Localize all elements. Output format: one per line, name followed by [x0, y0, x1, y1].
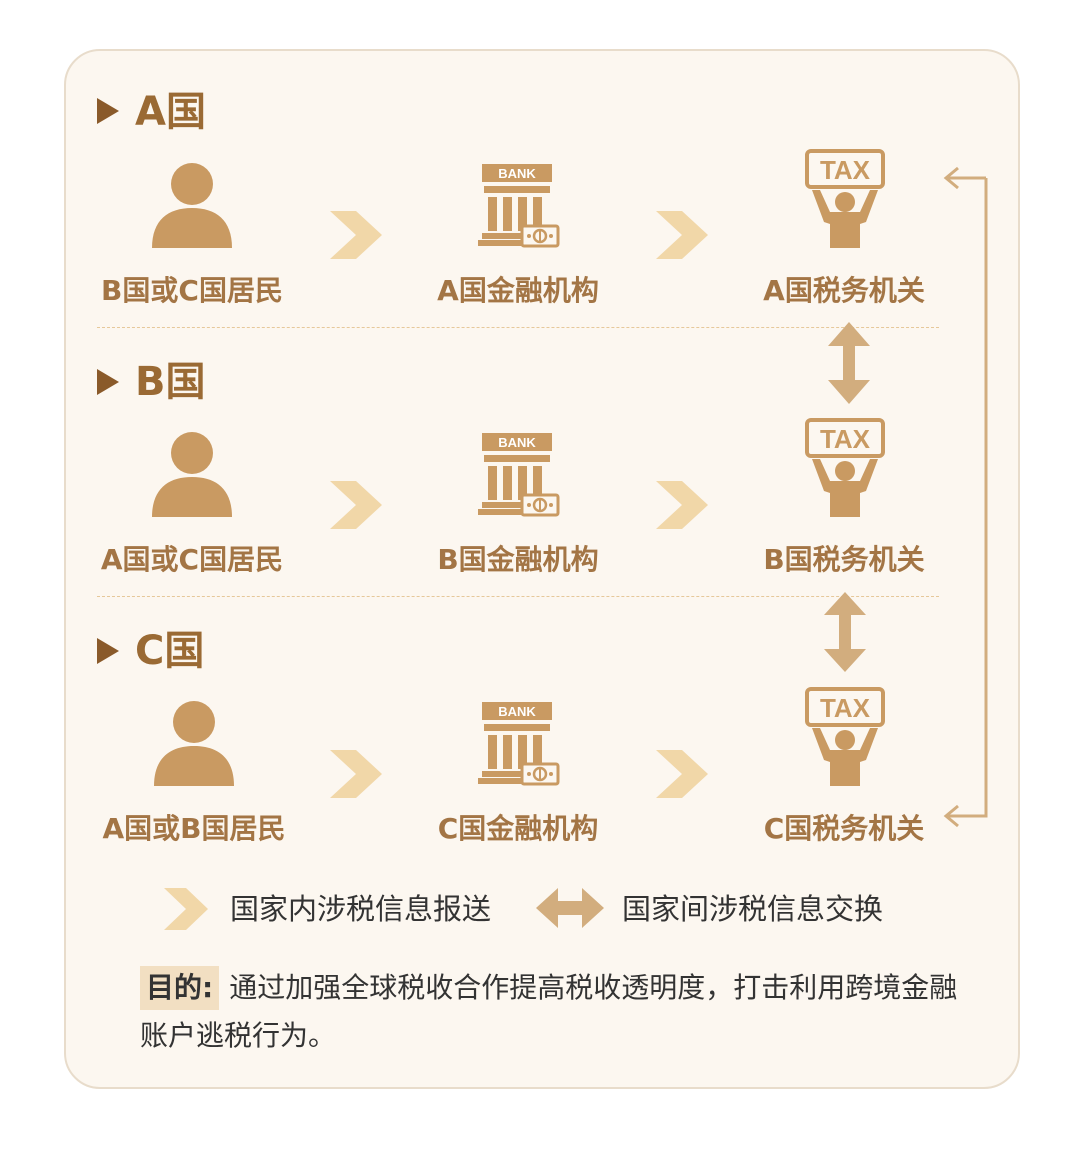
chevron-right-icon: [330, 750, 382, 798]
section-divider: [97, 596, 939, 597]
legend-chevron-icon: [164, 888, 208, 930]
bank-label-b: B国金融机构: [437, 543, 599, 576]
resident-label-c: A国或B国居民: [102, 812, 286, 845]
legend-international-text: 国家间涉税信息交换: [622, 892, 884, 926]
section-marker-icon: [97, 98, 119, 124]
tax-sign-text: TAX: [820, 155, 871, 185]
resident-label-a: B国或C国居民: [101, 274, 283, 307]
exchange-arrow-vertical-icon: [824, 592, 866, 672]
section-title-c: C国: [135, 628, 205, 674]
section-title-b: B国: [135, 359, 206, 405]
chevron-right-icon: [656, 481, 708, 529]
tax-label-a: A国税务机关: [763, 274, 925, 307]
resident-label-b: A国或C国居民: [100, 543, 284, 576]
goal-text: 通过加强全球税收合作提高税收透明度，打击利用跨境金融账户逃税行为。: [140, 971, 958, 1052]
person-icon: [154, 701, 234, 786]
tax-authority-icon: TAX: [805, 149, 885, 248]
person-icon: [152, 163, 232, 248]
person-icon: [152, 432, 232, 517]
legend-domestic-text: 国家内涉税信息报送: [230, 892, 492, 926]
tax-sign-text: TAX: [820, 693, 871, 723]
chevron-right-icon: [330, 211, 382, 259]
bank-icon: BANK: [478, 702, 560, 786]
chevron-right-icon: [656, 750, 708, 798]
tax-authority-icon: TAX: [805, 687, 885, 786]
bank-icon: BANK: [478, 433, 560, 517]
bank-label-a: A国金融机构: [437, 274, 599, 307]
section-marker-icon: [97, 638, 119, 664]
chevron-right-icon: [656, 211, 708, 259]
bank-icon: BANK: [478, 164, 560, 248]
bank-sign-text: BANK: [498, 704, 536, 719]
tax-authority-icon: TAX: [805, 418, 885, 517]
exchange-bracket-a-c-icon: [943, 166, 988, 828]
section-marker-icon: [97, 369, 119, 395]
bank-sign-text: BANK: [498, 435, 536, 450]
tax-label-c: C国税务机关: [763, 812, 925, 845]
section-divider: [97, 327, 939, 328]
exchange-arrow-vertical-icon: [828, 322, 870, 404]
bank-sign-text: BANK: [498, 166, 536, 181]
tax-sign-text: TAX: [820, 424, 871, 454]
tax-label-b: B国税务机关: [763, 543, 925, 576]
section-title-a: A国: [135, 89, 206, 135]
bank-label-c: C国金融机构: [437, 812, 599, 845]
goal-statement: 目的:通过加强全球税收合作提高税收透明度，打击利用跨境金融账户逃税行为。: [140, 964, 960, 1060]
legend-double-arrow-icon: [536, 888, 604, 928]
chevron-right-icon: [330, 481, 382, 529]
goal-label: 目的:: [140, 966, 220, 1010]
